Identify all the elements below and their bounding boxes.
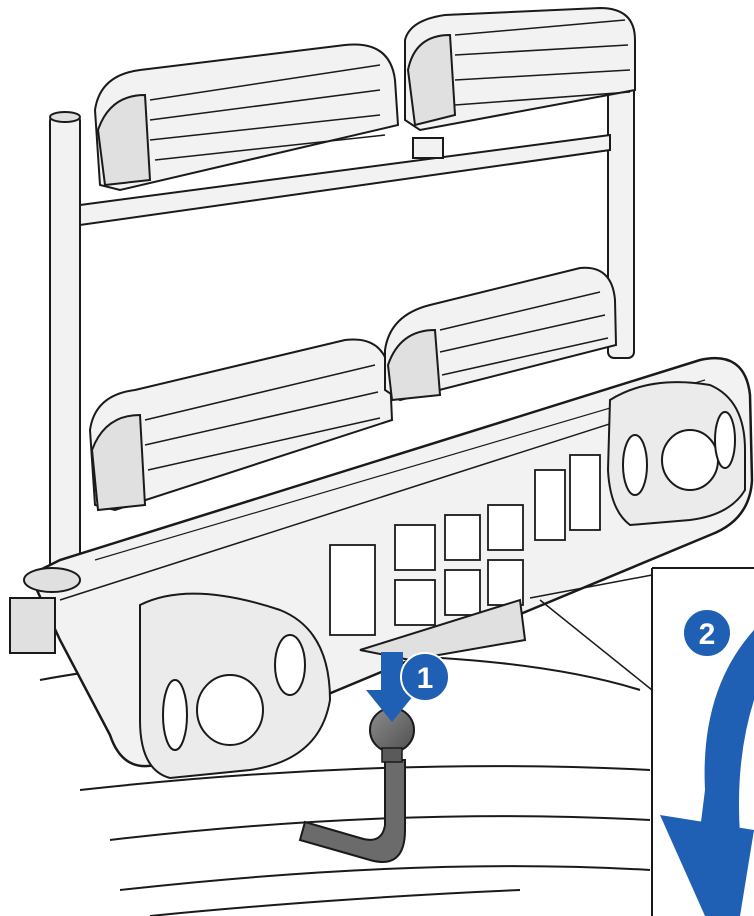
step-1-number: 1 xyxy=(417,662,434,695)
right-lamp-unit xyxy=(606,381,746,527)
step-2-badge: 2 xyxy=(682,608,732,658)
left-post xyxy=(49,111,81,571)
arrow-down-icon xyxy=(366,652,418,722)
curved-arrow-down-icon xyxy=(660,630,754,916)
left-lamp-unit xyxy=(139,592,332,780)
tow-bar xyxy=(298,707,415,863)
lower-wheel-holder-right xyxy=(384,266,618,402)
upper-wheel-holder-left xyxy=(93,43,400,192)
detail-callout xyxy=(529,567,754,916)
upper-wheel-holder-right xyxy=(404,6,636,159)
step-2-number: 2 xyxy=(699,618,716,651)
lower-wheel-holder-left xyxy=(88,338,394,512)
step-1-badge: 1 xyxy=(400,652,450,702)
base-grid xyxy=(329,454,601,636)
